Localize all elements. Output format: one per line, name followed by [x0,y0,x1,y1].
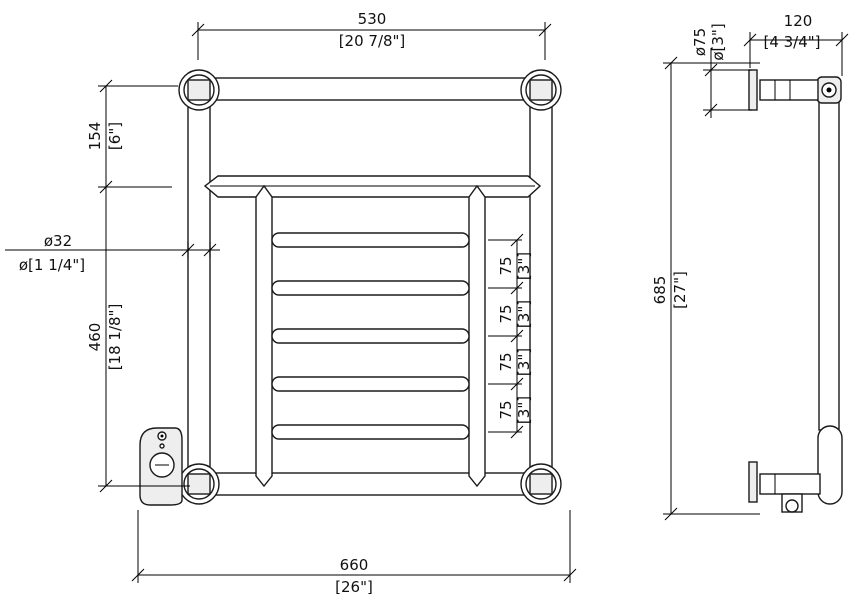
towel-bar [271,328,470,344]
towel-bar [271,376,470,392]
projection-mm: 120 [784,12,813,30]
dimension-bar-spacing: 75 [3"] 75 [3"] 75 [3"] 75 [3"] [488,233,533,439]
side-tube [818,99,840,431]
corner-fitting-top-left [178,69,220,111]
front-view: 530 [20 7/8"] 660 [26"] 154 [6"] [5,10,577,596]
side-arm-bottom [759,473,821,495]
top-rail [204,77,551,101]
projection-in: [4 3/4"] [763,33,820,51]
bar-spacing-mm-1: 75 [497,256,515,275]
towel-bar [271,424,470,440]
bar-spacing-mm-2: 75 [497,304,515,323]
side-flange-top [748,69,758,111]
right-post [529,97,553,477]
bar-spacing-mm-3: 75 [497,352,515,371]
side-arm-top [759,79,819,101]
corner-fitting-top-right [520,69,562,111]
dimension-flange-diameter: ø75 ø[3"] [691,23,752,118]
side-height-in: [27"] [671,271,689,309]
inner-left-rail [255,184,273,488]
side-flange-bottom [748,461,758,503]
bar-spacing-in-1: [3"] [515,252,533,280]
dimension-tube-diameter: ø32 ø[1 1/4"] [5,232,220,274]
side-element-bottom [817,425,843,505]
inner-right-rail [468,184,486,488]
height-in: [18 1/8"] [106,304,124,371]
dimension-height: 460 [18 1/8"] [86,187,190,493]
bar-spacing-mm-4: 75 [497,400,515,419]
overall-width-mm: 660 [340,556,369,574]
top-width-in: [20 7/8"] [339,32,406,50]
flange-diameter-mm: ø75 [691,28,709,56]
top-width-mm: 530 [358,10,387,28]
height-mm: 460 [86,323,104,352]
towel-bar [271,232,470,248]
bar-spacing-in-3: [3"] [515,348,533,376]
dimension-side-height: 685 [27"] [651,56,760,521]
flange-diameter-in: ø[3"] [709,23,727,60]
top-offset-mm: 154 [86,122,104,151]
corner-fitting-bottom-left [178,463,220,505]
side-height-mm: 685 [651,276,669,305]
corner-fitting-bottom-right [520,463,562,505]
overall-width-in: [26"] [335,578,373,596]
towel-bar [271,280,470,296]
thermostat-control [139,427,183,506]
bar-spacing-in-2: [3"] [515,300,533,328]
dimension-projection: 120 [4 3/4"] [743,12,849,76]
tube-diameter-in: ø[1 1/4"] [19,256,85,274]
dimension-overall-width: 660 [26"] [131,510,577,596]
left-post [187,97,211,477]
top-offset-in: [6"] [106,122,124,150]
bar-spacing-in-4: [3"] [515,396,533,424]
dimension-top-width: 530 [20 7/8"] [191,10,552,60]
tube-diameter-mm: ø32 [44,232,72,250]
towel-bars [271,232,470,440]
side-view: 685 [27"] ø75 ø[3"] 120 [4 3/4"] [651,12,849,521]
dimension-top-offset: 154 [6"] [86,79,178,194]
